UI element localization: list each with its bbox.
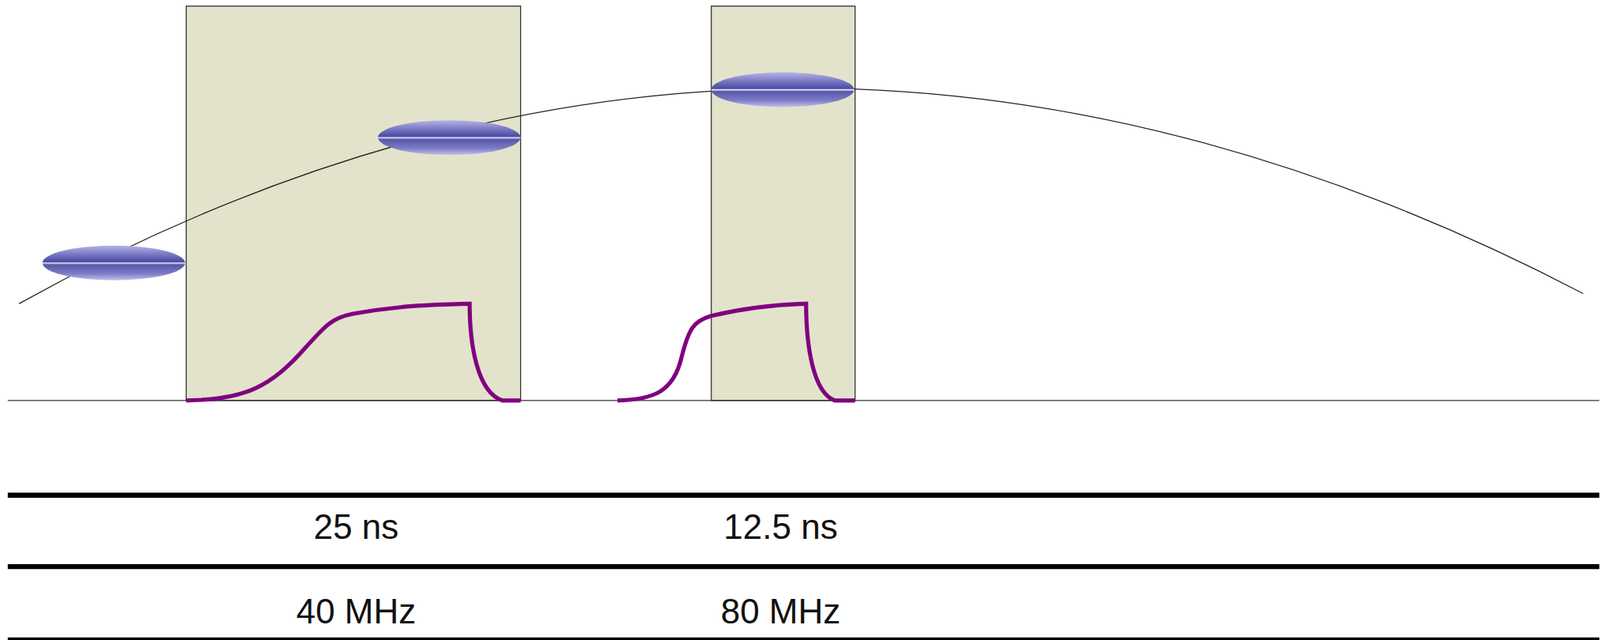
time-window [186,6,521,401]
table-rule [7,493,1600,499]
particle-bunch [711,72,855,108]
table-cell: 25 ns [313,509,400,545]
baseline [7,400,1600,401]
particle-bunch [377,120,521,155]
trajectory-arc [18,88,1584,305]
table-rule [7,637,1600,640]
signal-pulse [186,303,521,401]
table-rule [7,564,1600,570]
time-window [711,6,856,401]
table-cell: 80 MHz [720,594,842,630]
particle-bunch [42,245,186,281]
table-cell: 40 MHz [296,594,417,630]
table-cell: 12.5 ns [723,509,838,545]
signal-pulse [617,303,856,401]
